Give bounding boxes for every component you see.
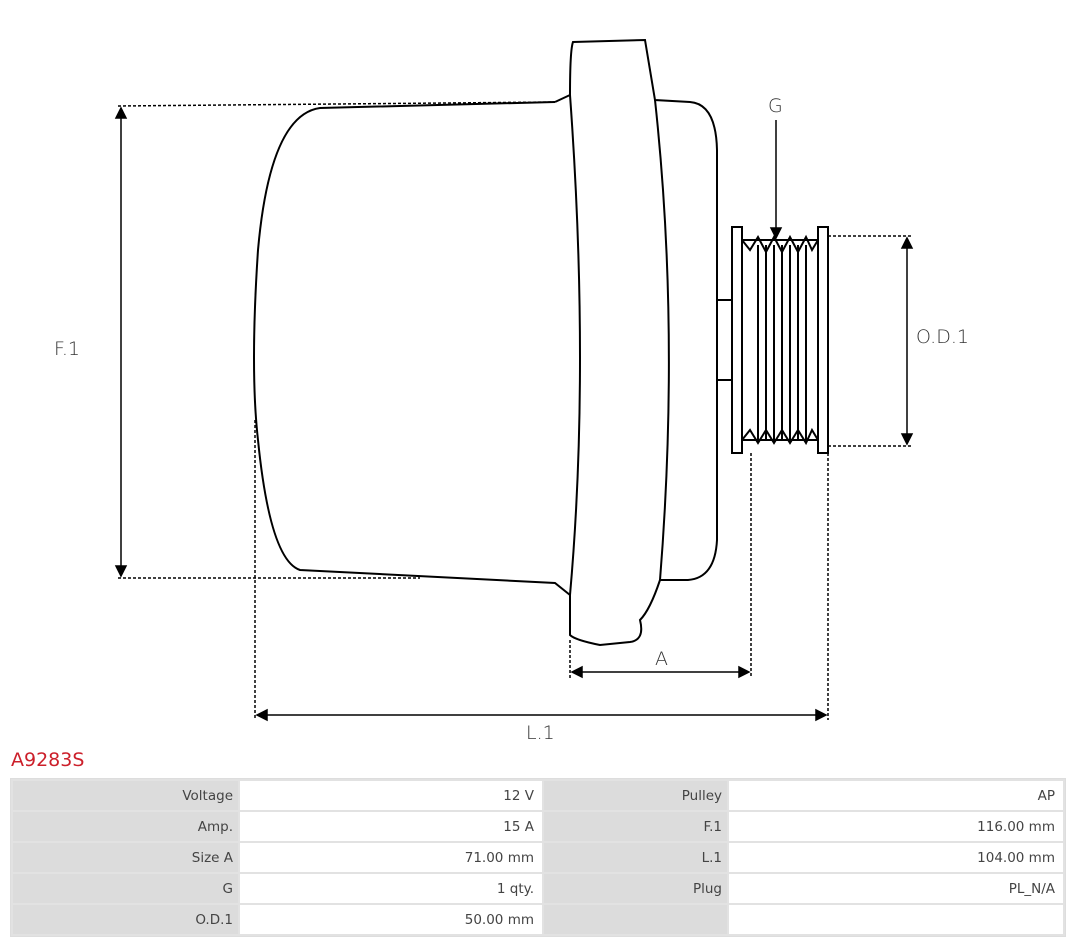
spec-value bbox=[729, 905, 1063, 934]
spec-label: Amp. bbox=[13, 812, 238, 841]
spec-label: Size A bbox=[13, 843, 238, 872]
spec-label bbox=[544, 905, 727, 934]
label-g: G bbox=[768, 95, 783, 117]
spec-label: L.1 bbox=[544, 843, 727, 872]
spec-value: 15 A bbox=[240, 812, 542, 841]
label-a: A bbox=[655, 648, 668, 670]
shaft bbox=[717, 299, 732, 381]
label-l1: L.1 bbox=[526, 722, 555, 744]
spec-value: 12 V bbox=[240, 781, 542, 810]
spec-label: G bbox=[13, 874, 238, 903]
spec-value: 1 qty. bbox=[240, 874, 542, 903]
front-flange bbox=[554, 38, 718, 647]
spec-label: F.1 bbox=[544, 812, 727, 841]
spec-value: 50.00 mm bbox=[240, 905, 542, 934]
spec-value: AP bbox=[729, 781, 1063, 810]
alternator-dimension-drawing: F.1 L.1 A G O.D.1 bbox=[54, 38, 969, 744]
housing-body bbox=[253, 101, 571, 596]
spec-value: PL_N/A bbox=[729, 874, 1063, 903]
spec-value: 71.00 mm bbox=[240, 843, 542, 872]
spec-label: Pulley bbox=[544, 781, 727, 810]
spec-label: Voltage bbox=[13, 781, 238, 810]
spec-value: 116.00 mm bbox=[729, 812, 1063, 841]
spec-label: O.D.1 bbox=[13, 905, 238, 934]
spec-label: Plug bbox=[544, 874, 727, 903]
label-od1: O.D.1 bbox=[916, 326, 969, 348]
pulley bbox=[731, 226, 743, 454]
product-code: A9283S bbox=[11, 749, 85, 771]
label-f1: F.1 bbox=[54, 338, 80, 360]
spec-value: 104.00 mm bbox=[729, 843, 1063, 872]
